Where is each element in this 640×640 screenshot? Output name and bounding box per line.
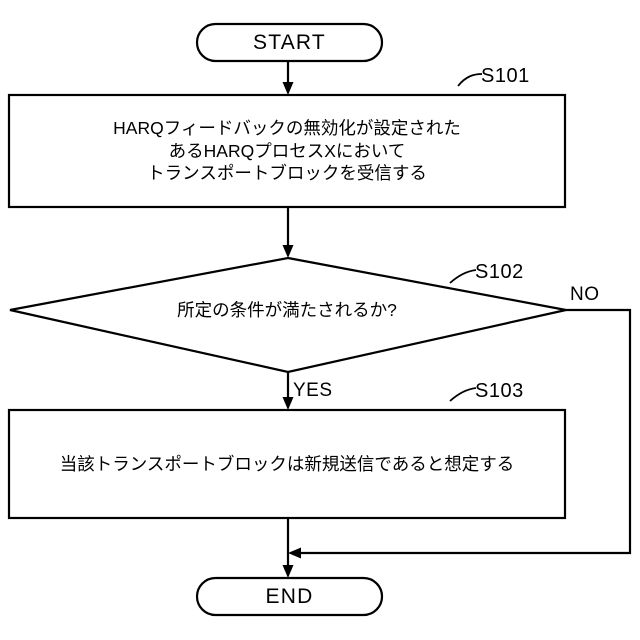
s103-line-1: 当該トランスポートブロックは新規送信であると想定する xyxy=(59,453,515,474)
s101-line-3: トランスポートブロックを受信する xyxy=(147,163,427,184)
s103-process-box: 当該トランスポートブロックは新規送信であると想定する xyxy=(9,410,565,518)
edge-s102-to-s103-arrowhead xyxy=(282,397,294,410)
s102-leader-line xyxy=(449,269,477,284)
s102-line-1: 所定の条件が満たされるか? xyxy=(177,299,397,320)
end-terminator-shape xyxy=(195,576,384,617)
start-terminator-shape xyxy=(195,22,384,63)
edge-start-to-s101-arrowhead xyxy=(282,82,294,95)
edge-s101-to-s102-arrowhead xyxy=(282,245,294,258)
s102-decision-box: 所定の条件が満たされるか? xyxy=(9,288,565,332)
s103-process-shape xyxy=(7,408,567,520)
s101-leader-line xyxy=(457,73,483,87)
s103-leader-line xyxy=(449,387,477,402)
start-terminator: START xyxy=(197,24,382,61)
edge-label-yes: YES xyxy=(293,380,333,401)
edge-s103-to-end-arrowhead xyxy=(282,565,294,578)
start-terminator-label: START xyxy=(253,30,326,54)
s103-step-tag: S103 xyxy=(475,380,524,402)
s101-line-1: HARQフィードバックの無効化が設定された xyxy=(113,117,461,138)
s101-line-2: あるHARQプロセスXにおいて xyxy=(168,140,406,161)
edge-s102-to-end-arrowhead xyxy=(288,547,301,559)
s101-process-shape xyxy=(7,93,567,209)
s101-step-tag: S101 xyxy=(481,65,530,87)
end-terminator-label: END xyxy=(265,584,314,608)
end-terminator: END xyxy=(197,578,382,615)
edge-s102-to-end-no xyxy=(297,308,632,555)
s102-step-tag: S102 xyxy=(475,261,524,283)
s101-process-box: HARQフィードバックの無効化が設定された あるHARQプロセスXにおいて トラ… xyxy=(9,95,565,207)
edge-label-no: NO xyxy=(570,284,600,305)
